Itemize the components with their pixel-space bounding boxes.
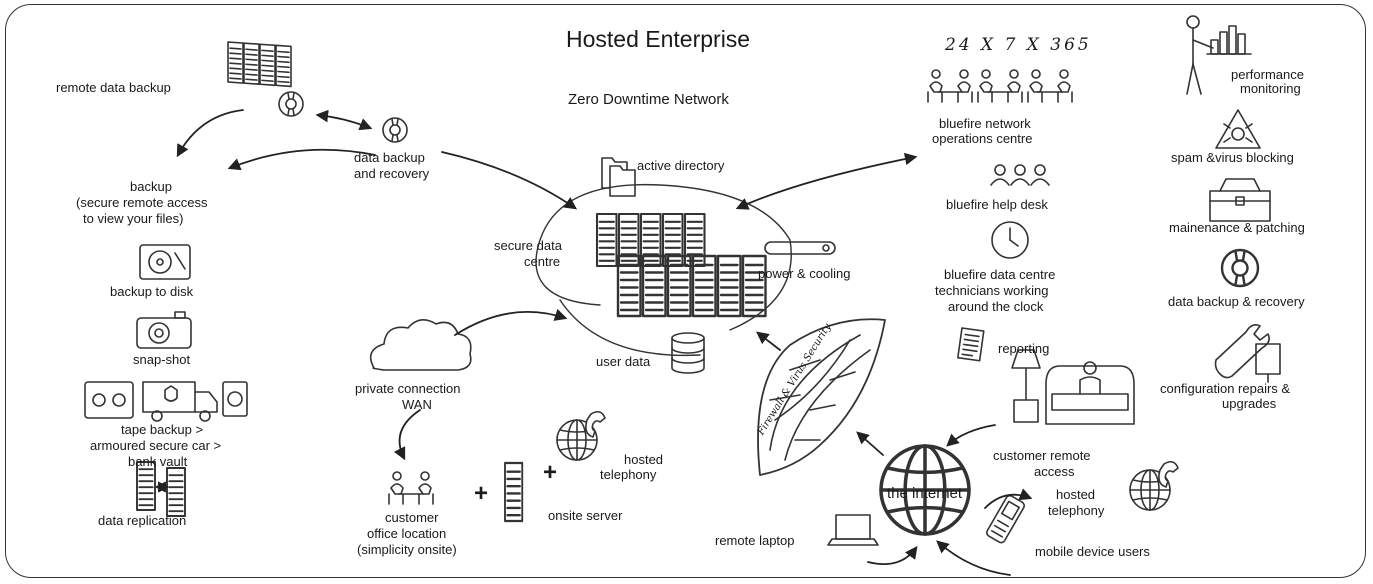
secure-data-centre-label-1: secure data — [494, 238, 562, 253]
mobile-telephony-label-2: telephony — [1048, 503, 1105, 518]
power-cooling-icon — [764, 241, 836, 255]
noc-label-1: bluefire network — [939, 116, 1031, 131]
clock-icon — [991, 221, 1029, 259]
diagram-title: Hosted Enterprise — [566, 26, 751, 52]
performance-monitoring-icon — [1186, 15, 1252, 95]
diagram-subtitle: Zero Downtime Network — [568, 91, 729, 108]
connection-arrows — [176, 109, 1033, 576]
noc-operators-icon — [927, 69, 1073, 103]
secure-data-centre-label-2: centre — [524, 254, 561, 269]
tech-label-3: around the clock — [948, 299, 1044, 314]
wan-label-2: WAN — [402, 397, 432, 412]
backup-label-3: to view your files) — [83, 211, 184, 226]
noc-hours-label: 24 X 7 X 365 — [945, 35, 1092, 55]
backup-disk-icon — [139, 244, 191, 280]
maintenance-label: mainenance & patching — [1169, 220, 1305, 235]
noc-label-2: operations centre — [932, 131, 1033, 146]
remote-access-label-2: access — [1034, 464, 1075, 479]
data-backup-label-1: data backup — [354, 150, 425, 165]
tape-car-vault-icon — [84, 381, 248, 422]
data-backup-label-2: and recovery — [354, 166, 430, 181]
tape-label-2: armoured secure car > — [90, 438, 222, 453]
tech-label-1: bluefire data centre — [944, 267, 1056, 282]
toolbox-icon — [1209, 178, 1271, 222]
tech-label-2: technicians working — [935, 283, 1049, 298]
power-cooling-label: power & cooling — [758, 266, 851, 281]
remote-access-sofa-icon — [1011, 349, 1135, 425]
tools-icon — [1214, 324, 1281, 383]
backup-recovery-buoy-icon — [1220, 248, 1260, 288]
internet-label: the internet — [887, 485, 963, 502]
spam-virus-icon — [1215, 109, 1261, 149]
config-label-2: upgrades — [1222, 396, 1277, 411]
reporting-label: reporting — [998, 341, 1050, 356]
reporting-icon — [957, 327, 985, 362]
snapshot-camera-icon — [136, 311, 192, 349]
office-label-2: office location — [367, 526, 447, 541]
config-label-1: configuration repairs & — [1160, 381, 1291, 396]
office-label-1: customer — [385, 510, 439, 525]
cloud-wan-icon — [369, 319, 472, 371]
laptop-icon — [827, 514, 879, 546]
wan-label-1: private connection — [355, 381, 461, 396]
data-centre-racks-icon — [535, 183, 792, 357]
mobile-phone-icon — [986, 494, 1025, 544]
user-data-icon — [671, 332, 705, 374]
data-replication-icon — [136, 461, 186, 517]
active-directory-label: active directory — [637, 158, 725, 173]
remote-backup-servers-icon — [227, 41, 304, 117]
office-label-3: (simplicity onsite) — [357, 542, 457, 557]
data-backup-buoy-icon — [382, 117, 408, 143]
mobile-users-label: mobile device users — [1035, 544, 1150, 559]
backup-to-disk-label: backup to disk — [110, 284, 194, 299]
replication-label: data replication — [98, 513, 187, 528]
help-desk-label: bluefire help desk — [946, 197, 1048, 212]
performance-label-2: monitoring — [1240, 81, 1301, 96]
tape-label-3: bank vault — [128, 454, 188, 469]
hosted-telephony-label-2: telephony — [600, 467, 657, 482]
mobile-telephony-label-1: hosted — [1056, 487, 1096, 502]
hosted-telephony-globe-icon — [556, 410, 606, 461]
active-directory-icon — [601, 157, 636, 197]
firewall-icon — [757, 318, 886, 476]
diagram-frame — [5, 4, 1366, 578]
plus-sign-2: + — [543, 459, 558, 486]
help-desk-icon — [990, 164, 1050, 186]
onsite-server-icon — [503, 461, 524, 523]
data-backup-recovery-label: data backup & recovery — [1168, 294, 1305, 309]
backup-label-1: backup — [130, 179, 172, 194]
performance-label-1: performance — [1231, 67, 1304, 82]
mobile-telephony-globe-icon — [1129, 460, 1179, 511]
remote-access-label-1: customer remote — [993, 448, 1091, 463]
hosted-telephony-label-1: hosted — [624, 452, 664, 467]
onsite-server-label: onsite server — [548, 508, 623, 523]
backup-label-2: (secure remote access — [76, 195, 208, 210]
tape-label-1: tape backup > — [121, 422, 204, 437]
remote-backup-label: remote data backup — [56, 80, 171, 95]
customer-office-icon — [388, 471, 434, 505]
snapshot-label: snap-shot — [133, 352, 191, 367]
spam-label: spam &virus blocking — [1171, 150, 1294, 165]
user-data-label: user data — [596, 354, 651, 369]
remote-laptop-label: remote laptop — [715, 533, 795, 548]
plus-sign-1: + — [474, 480, 489, 507]
